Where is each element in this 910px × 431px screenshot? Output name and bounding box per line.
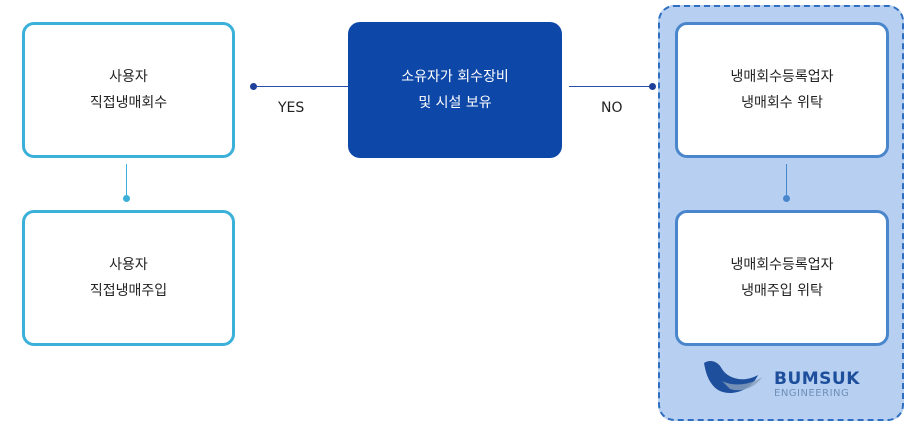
edge-yes-line	[253, 86, 348, 87]
node-line: 소유자가 회수장비	[401, 69, 509, 85]
node-contractor-recovery: 냉매회수등록업자 냉매회수 위탁	[675, 22, 889, 158]
edge-left-dot	[123, 195, 130, 202]
edge-right-vertical	[786, 164, 787, 198]
node-contractor-injection: 냉매회수등록업자 냉매주입 위탁	[675, 210, 889, 346]
bird-logo-icon	[704, 361, 762, 394]
node-line: 냉매회수 위탁	[741, 95, 823, 111]
edge-no-dot	[649, 83, 656, 90]
node-line: 냉매주입 위탁	[741, 283, 823, 299]
node-user-direct-recovery: 사용자 직접냉매회수	[22, 22, 235, 158]
node-line: 냉매회수등록업자	[730, 257, 834, 273]
node-line: 사용자	[109, 257, 148, 273]
brand-logo: BUMSUK ENGINEERING	[700, 355, 870, 405]
edge-no-line	[569, 86, 655, 87]
node-line: 사용자	[109, 69, 148, 85]
edge-yes-label: YES	[278, 100, 305, 116]
node-line: 직접냉매회수	[89, 95, 168, 111]
edge-yes-dot	[250, 83, 257, 90]
edge-left-vertical	[126, 164, 127, 198]
node-user-direct-injection: 사용자 직접냉매주입	[22, 210, 235, 346]
logo-tagline: ENGINEERING	[774, 388, 850, 399]
edge-right-dot	[783, 195, 790, 202]
node-line: 직접냉매주입	[89, 283, 168, 299]
node-line: 및 시설 보유	[418, 95, 492, 111]
node-line: 냉매회수등록업자	[730, 69, 834, 85]
edge-no-label: NO	[601, 100, 623, 116]
logo-name: BUMSUK	[774, 369, 860, 389]
node-owner-has-equipment: 소유자가 회수장비 및 시설 보유	[348, 22, 562, 158]
